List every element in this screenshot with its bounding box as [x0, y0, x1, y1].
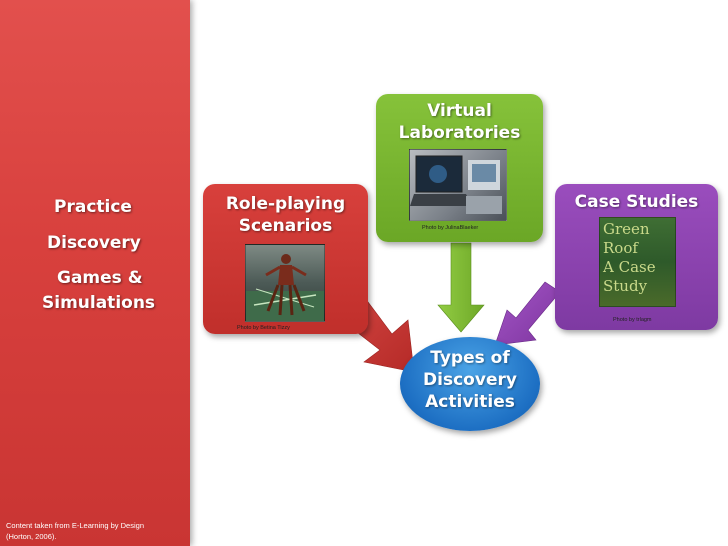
book-cover-line3: A Case	[603, 258, 656, 276]
sidebar-item-games[interactable]: Games &	[57, 268, 143, 288]
case-study-book-cover: Green Roof A Case Study	[599, 217, 676, 307]
role-playing-title: Role-playing Scenarios	[203, 193, 368, 237]
sidebar-item-discovery[interactable]: Discovery	[47, 233, 141, 253]
sidebar-item-practice[interactable]: Practice	[54, 197, 132, 217]
virtual-labs-title-line1: Virtual	[427, 101, 492, 121]
role-playing-photo	[245, 244, 325, 322]
role-playing-box[interactable]: Role-playing Scenarios Photo by Betina T…	[203, 184, 368, 334]
case-studies-title: Case Studies	[574, 192, 699, 212]
case-studies-box[interactable]: Case Studies Green Roof A Case Study Pho…	[555, 184, 718, 330]
role-playing-photo-credit: Photo by Betina Tizzy	[237, 325, 290, 331]
center-title-line2: Discovery	[423, 370, 517, 390]
role-playing-title-line2: Scenarios	[238, 216, 333, 236]
center-title-line1: Types of	[430, 348, 510, 368]
virtual-labs-box[interactable]: Virtual Laboratories Photo by JulinaBlae…	[376, 94, 543, 242]
discovery-types-title: Types of Discovery Activities	[400, 347, 540, 413]
book-cover-line4: Study	[603, 277, 648, 295]
virtual-labs-photo-credit: Photo by JulinaBlaeker	[422, 225, 479, 231]
sidebar: Practice Discovery Games & Simulations C…	[0, 0, 190, 546]
virtual-labs-photo	[409, 149, 507, 221]
case-studies-photo-credit: Photo by trlagm	[613, 317, 652, 323]
book-cover-line2: Roof	[603, 239, 638, 257]
sidebar-item-simulations[interactable]: Simulations	[42, 293, 156, 313]
center-title-line3: Activities	[425, 392, 515, 412]
source-credit-line2: (Horton, 2006).	[6, 532, 57, 541]
book-cover-text: Green Roof A Case Study	[603, 220, 656, 296]
source-credit: Content taken from E-Learning by Design …	[6, 520, 176, 542]
discovery-types-node[interactable]: Types of Discovery Activities	[400, 337, 540, 431]
virtual-labs-title-line2: Laboratories	[398, 123, 521, 143]
virtual-labs-title: Virtual Laboratories	[376, 100, 543, 144]
laptop-lab-image	[410, 155, 502, 214]
arrow-virtual-labs	[437, 242, 485, 333]
role-playing-title-line1: Role-playing	[225, 194, 346, 214]
arrow-case-studies	[494, 281, 561, 346]
book-cover-line1: Green	[603, 220, 650, 238]
source-credit-line1: Content taken from E-Learning by Design	[6, 521, 144, 530]
avatar-figure-image	[246, 254, 324, 321]
